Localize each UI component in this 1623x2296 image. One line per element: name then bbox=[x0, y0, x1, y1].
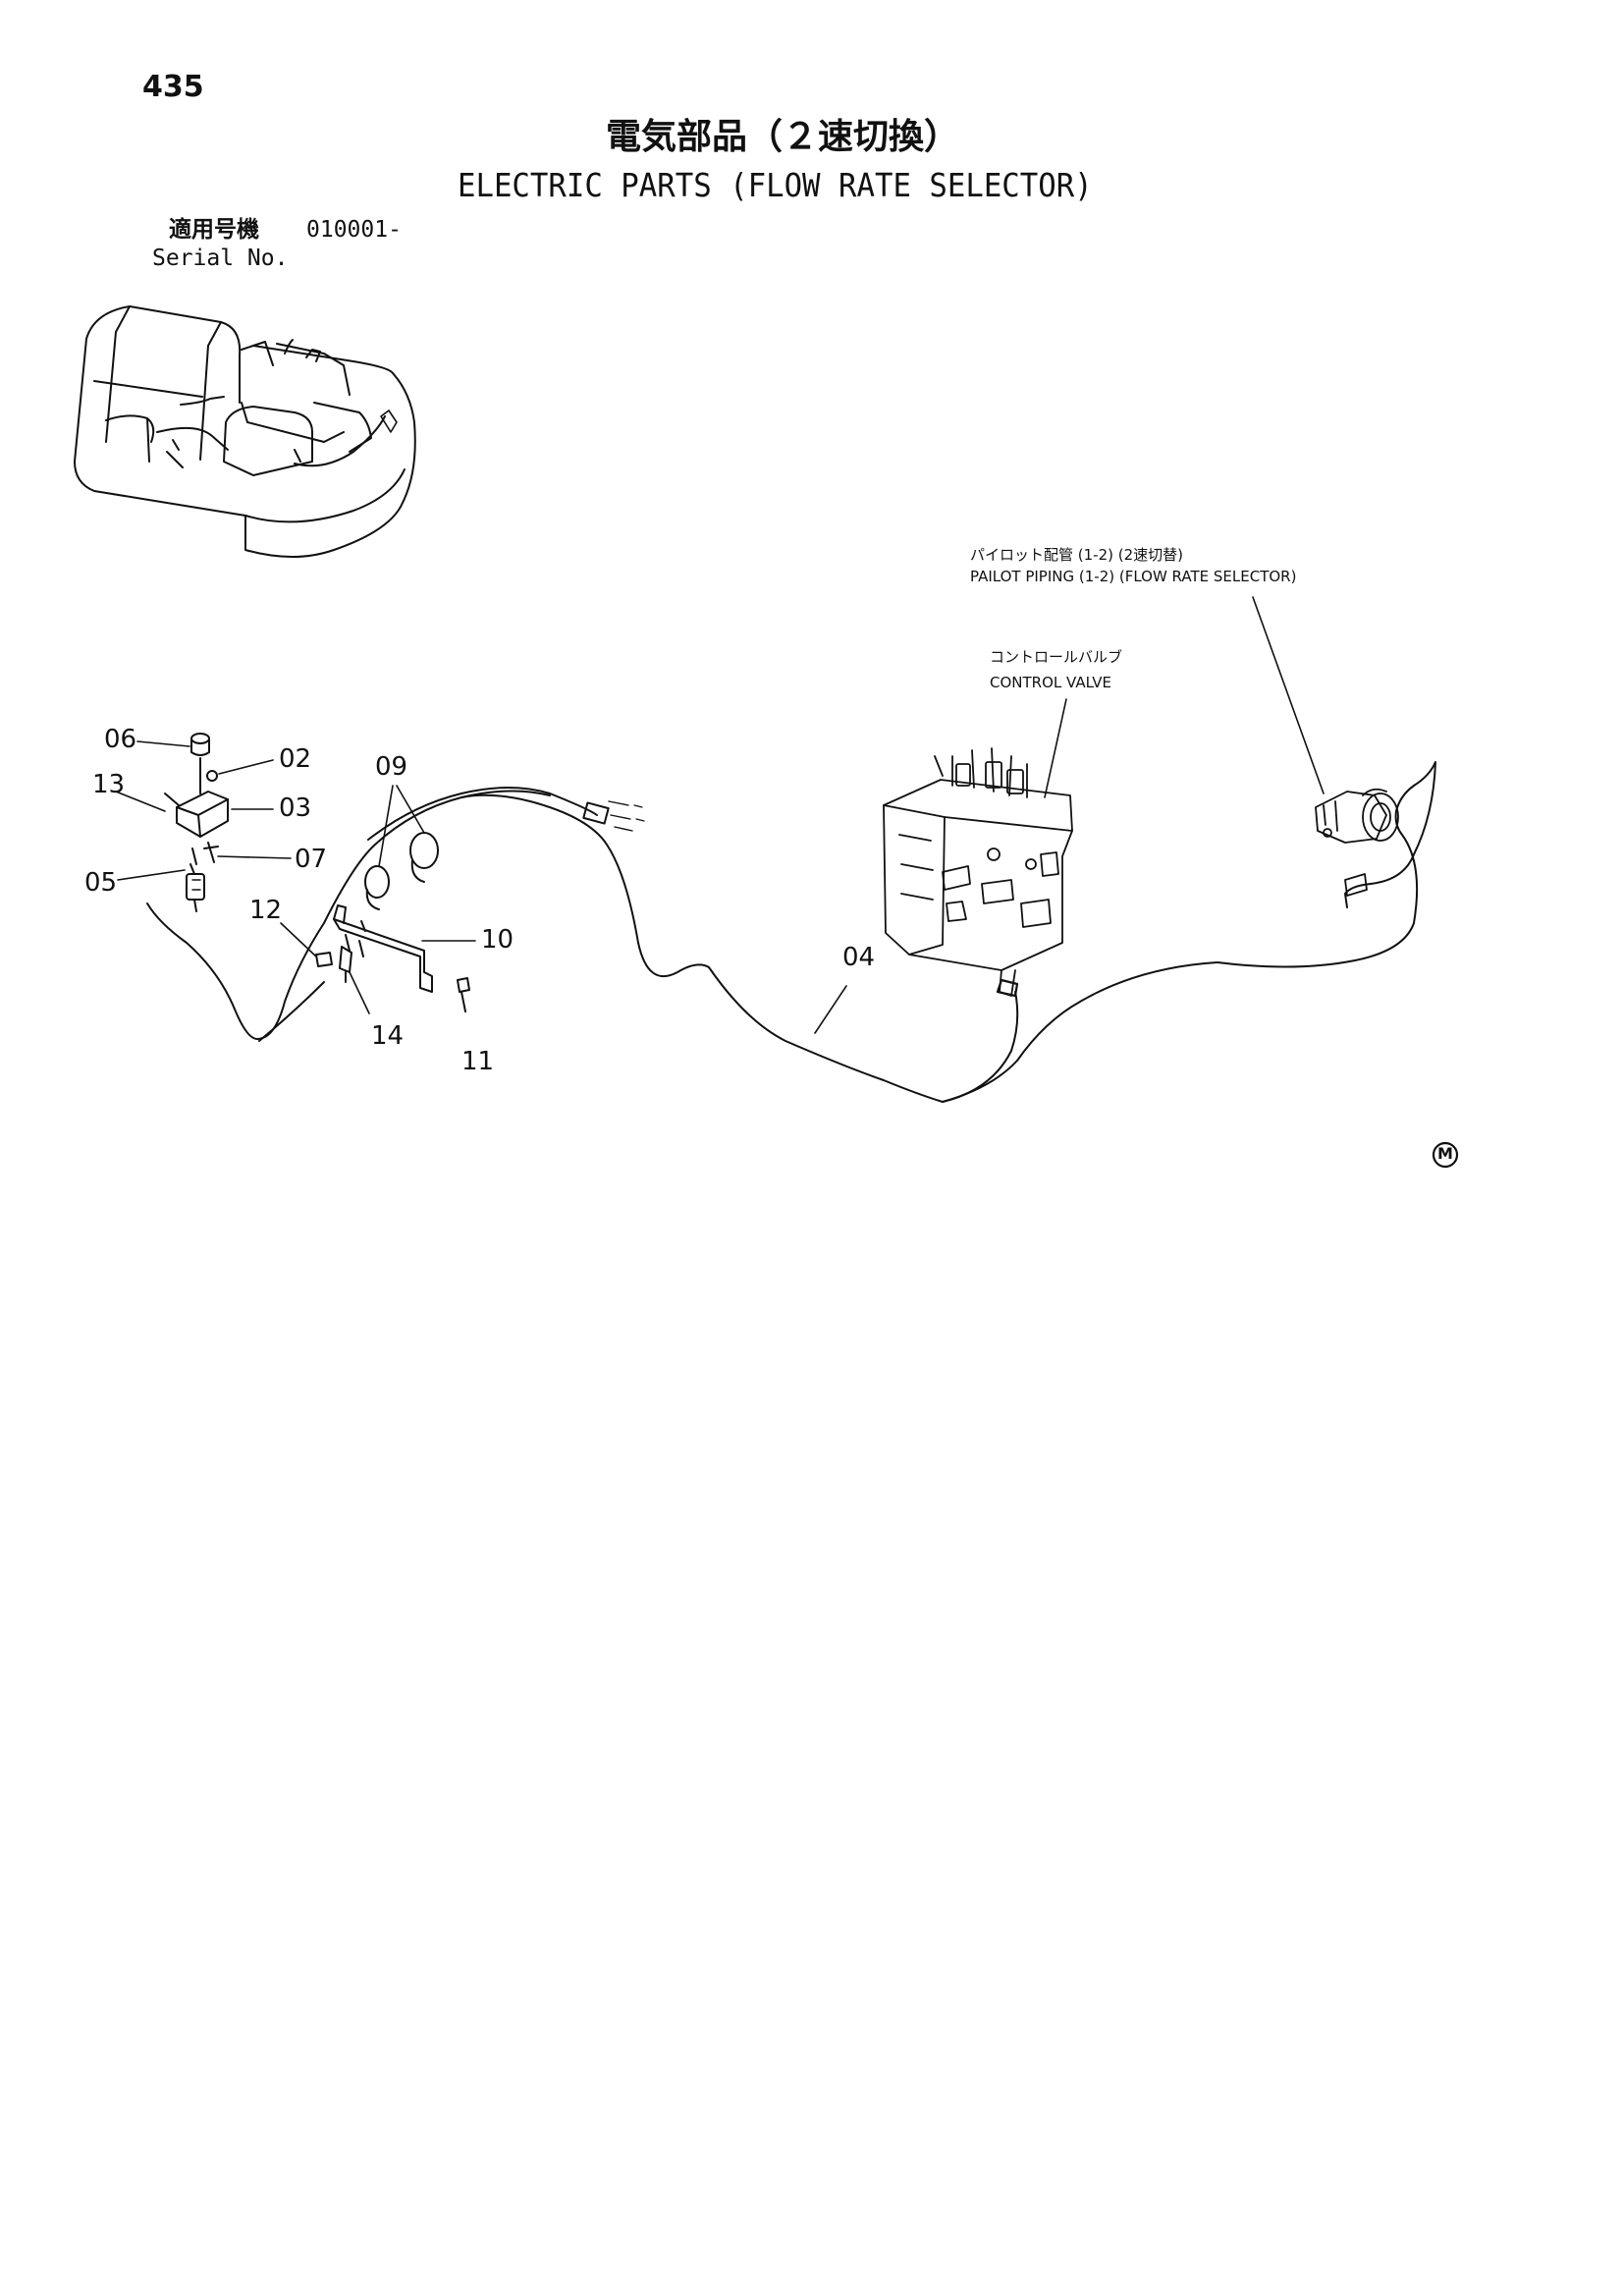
leader-14 bbox=[349, 971, 370, 1014]
harness-connector bbox=[582, 800, 645, 832]
harness-branch-control-valve bbox=[942, 991, 1019, 1103]
part-number-02: 02 bbox=[279, 744, 312, 774]
connector-05 bbox=[186, 863, 205, 912]
part-number-11: 11 bbox=[461, 1047, 495, 1076]
leader-09b bbox=[378, 785, 394, 867]
leader-13 bbox=[115, 791, 166, 812]
machine-overview-illustration bbox=[74, 305, 416, 558]
callout-control-valve-en: CONTROL VALVE bbox=[990, 674, 1112, 691]
clamps-09 bbox=[364, 832, 439, 910]
leader-06 bbox=[136, 740, 190, 747]
fastener-14 bbox=[339, 946, 352, 983]
serial-label-english: Serial No. bbox=[152, 246, 289, 271]
part-number-10: 10 bbox=[481, 925, 514, 955]
harness-04-second-strand bbox=[258, 790, 551, 1042]
fastener-11 bbox=[457, 977, 470, 1012]
leader-09a bbox=[396, 785, 425, 834]
callout-pilot-piping-jp: パイロット配管 (1-2) (2速切替) bbox=[970, 546, 1183, 564]
leader-12 bbox=[280, 922, 317, 957]
part-number-03: 03 bbox=[279, 793, 312, 823]
leader-lines bbox=[115, 596, 1325, 1034]
part-number-04: 04 bbox=[842, 943, 876, 972]
part-number-05: 05 bbox=[84, 868, 118, 898]
leader-05 bbox=[117, 869, 186, 881]
control-valve-illustration bbox=[883, 747, 1073, 998]
part-number-14: 14 bbox=[371, 1021, 405, 1051]
page-number: 435 bbox=[142, 70, 204, 104]
part-number-06: 06 bbox=[104, 725, 137, 754]
bracket-10 bbox=[333, 904, 433, 993]
page-title-japanese: 電気部品（２速切換） bbox=[606, 117, 960, 157]
pilot-solenoid-illustration bbox=[1315, 788, 1399, 897]
part-number-07: 07 bbox=[295, 845, 328, 874]
leader-07 bbox=[217, 855, 292, 859]
part-number-12: 12 bbox=[249, 896, 283, 925]
switch-assembly bbox=[164, 733, 229, 865]
marker-m-letter: M bbox=[1437, 1144, 1453, 1163]
leader-control-valve bbox=[1044, 698, 1067, 798]
serial-label-japanese: 適用号機 bbox=[169, 217, 259, 243]
callout-control-valve-jp: コントロールバルブ bbox=[990, 648, 1123, 666]
marker-m-symbol bbox=[1432, 1141, 1459, 1169]
fastener-12 bbox=[315, 952, 333, 967]
leader-pilot-piping bbox=[1252, 596, 1325, 794]
leader-02 bbox=[218, 759, 274, 775]
part-number-09: 09 bbox=[375, 752, 408, 782]
callout-pilot-piping-en: PAILOT PIPING (1-2) (FLOW RATE SELECTOR) bbox=[970, 568, 1297, 585]
part-number-13: 13 bbox=[92, 770, 126, 799]
page-title-english: ELECTRIC PARTS (FLOW RATE SELECTOR) bbox=[458, 166, 1093, 204]
leader-04 bbox=[814, 985, 847, 1034]
harness-04 bbox=[146, 793, 1419, 1103]
harness-branch-solenoid bbox=[1344, 761, 1436, 908]
harness-branch-cab bbox=[367, 787, 598, 841]
serial-range: 010001- bbox=[306, 217, 402, 243]
